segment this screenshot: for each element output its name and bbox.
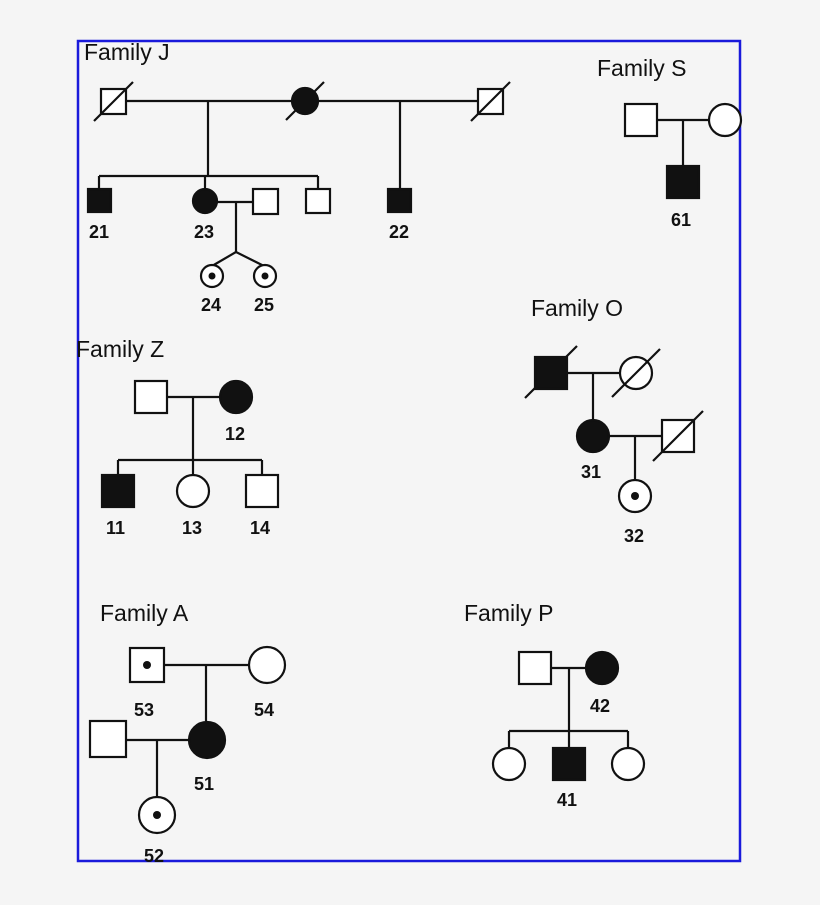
individual-11-affected-male: [100, 473, 136, 509]
family-j-deceased-slash-female: [285, 81, 325, 121]
family-s-label: Family S: [597, 55, 686, 81]
label-24: 24: [201, 295, 221, 315]
label-51: 51: [194, 774, 214, 794]
individual-51-affected-female: [187, 720, 227, 760]
carrier-dot-24: [208, 272, 216, 280]
family-j-label: Family J: [84, 39, 170, 65]
family-j-deceased-slash-left: [93, 81, 134, 122]
individual-61-affected-male: [665, 164, 701, 200]
family-p-unaffected-daughter-left: [491, 746, 527, 782]
individual-54-unaffected-female: [247, 645, 287, 685]
label-53: 53: [134, 700, 154, 720]
individual-31-affected-female: [575, 418, 611, 454]
family-p-label: Family P: [464, 600, 553, 626]
family-p-unaffected-daughter-right: [610, 746, 646, 782]
family-o-slash-father: [524, 345, 578, 399]
family-p: Family P 42 41: [464, 600, 646, 810]
family-z-label: Family Z: [76, 336, 164, 362]
family-j-deceased-slash-right: [470, 81, 511, 122]
family-o-slash-spouse: [652, 410, 704, 462]
figure-frame: [76, 39, 742, 863]
carrier-dot-25: [261, 272, 269, 280]
family-o-label: Family O: [531, 295, 623, 321]
individual-21-affected-male: [86, 187, 113, 214]
label-41: 41: [557, 790, 577, 810]
family-j-twin-line-25: [235, 251, 265, 267]
label-23: 23: [194, 222, 214, 242]
label-21: 21: [89, 222, 109, 242]
individual-42-affected-female: [584, 650, 620, 686]
individual-13-unaffected-female: [175, 473, 211, 509]
label-61: 61: [671, 210, 691, 230]
individual-22-affected-male: [386, 187, 413, 214]
family-s: Family S 61: [597, 55, 743, 230]
family-a-label: Family A: [100, 600, 189, 626]
family-z: Family Z 12 11 13 14: [76, 336, 280, 538]
carrier-dot-53: [143, 661, 151, 669]
individual-12-affected-female: [218, 379, 254, 415]
family-o-slash-mother: [611, 348, 661, 398]
label-42: 42: [590, 696, 610, 716]
family-a: Family A 53 54 51 52: [88, 600, 287, 866]
family-z-father: [133, 379, 169, 415]
label-32: 32: [624, 526, 644, 546]
family-p-father: [517, 650, 553, 686]
individual-41-affected-male: [551, 746, 587, 782]
family-j: Family J 21 23 22: [84, 39, 511, 315]
label-52: 52: [144, 846, 164, 866]
individual-23-affected-female: [191, 187, 219, 215]
family-o: Family O 31 32: [524, 295, 704, 546]
family-a-51-spouse-male: [88, 719, 128, 759]
family-s-father: [623, 102, 659, 138]
individual-14-unaffected-male: [244, 473, 280, 509]
family-j-23-spouse-male: [251, 187, 280, 216]
family-s-mother: [707, 102, 743, 138]
carrier-dot-52: [153, 811, 161, 819]
label-14: 14: [250, 518, 270, 538]
label-12: 12: [225, 424, 245, 444]
carrier-dot-32: [631, 492, 639, 500]
family-j-unaffected-male: [304, 187, 332, 215]
family-j-twin-line-24: [211, 251, 237, 267]
label-13: 13: [182, 518, 202, 538]
label-22: 22: [389, 222, 409, 242]
label-25: 25: [254, 295, 274, 315]
label-31: 31: [581, 462, 601, 482]
label-11: 11: [106, 518, 125, 538]
label-54: 54: [254, 700, 274, 720]
